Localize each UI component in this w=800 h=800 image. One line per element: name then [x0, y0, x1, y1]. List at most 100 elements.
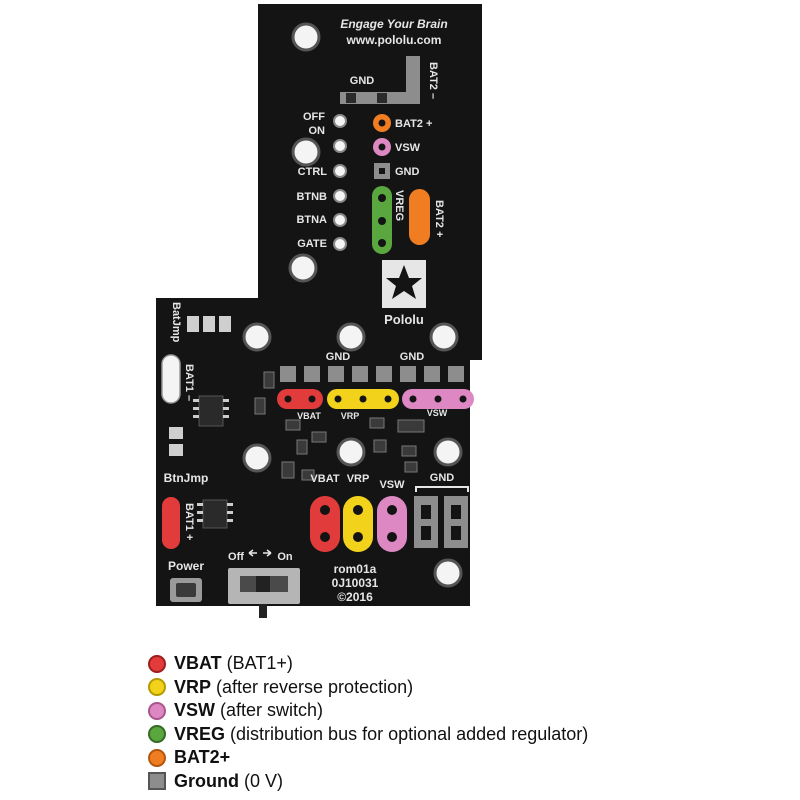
- ground-trace: [406, 56, 420, 104]
- gnd-bracket: [415, 486, 469, 492]
- mounting-hole: [336, 437, 366, 467]
- legend-desc: (distribution bus for optional added reg…: [230, 723, 589, 744]
- legend-name: VREG: [174, 723, 226, 744]
- legend-item: VBAT (BAT1+): [148, 652, 788, 676]
- vbat-swatch-icon: [148, 654, 166, 673]
- pin-hole: [359, 395, 367, 403]
- header-pin: [333, 164, 347, 178]
- pin-hole: [284, 395, 292, 403]
- off-label: OFF: [303, 111, 325, 123]
- ground-swatch-icon: [148, 772, 166, 791]
- vreg-swatch-icon: [148, 725, 166, 744]
- pin-hole: [409, 395, 417, 403]
- legend-name: Ground: [174, 770, 239, 791]
- mounting-hole: [291, 22, 321, 52]
- legend-desc: (BAT1+): [226, 653, 293, 674]
- gnd-big-label: GND: [430, 472, 455, 484]
- mounting-hole: [433, 437, 463, 467]
- legend-name: BAT2+: [174, 747, 231, 768]
- mounting-hole: [429, 322, 459, 352]
- pololu-star-icon: [386, 265, 422, 299]
- ground-pin-row: [280, 366, 464, 382]
- legend-item: BAT2+: [148, 746, 788, 770]
- mounting-hole: [242, 322, 272, 352]
- slogan-text: Engage Your Brain: [340, 17, 447, 31]
- ground-pin: [352, 366, 368, 382]
- switch-arrow-icon: [248, 549, 257, 557]
- slide-switch-knob: [256, 576, 270, 592]
- jumper-pad: [219, 316, 231, 332]
- vrp-big-label: VRP: [347, 473, 370, 485]
- vbat-small-label: VBAT: [297, 411, 321, 421]
- pin-hole: [334, 395, 342, 403]
- legend-item: VREG (distribution bus for optional adde…: [148, 723, 788, 747]
- mounting-holes: [242, 22, 463, 588]
- header-pin: [333, 114, 347, 128]
- pin-hole: [320, 532, 330, 542]
- ground-pin: [424, 366, 440, 382]
- header-pin: [333, 139, 347, 153]
- jumper-pad: [169, 427, 183, 439]
- vsw-bus-big: [377, 496, 407, 552]
- mounting-hole: [433, 558, 463, 588]
- legend-desc: (0 V): [244, 770, 284, 791]
- ic-chip: [193, 395, 229, 427]
- legend-name: VBAT: [174, 653, 222, 674]
- vbat-bus-small: [277, 389, 323, 409]
- pin-hole: [387, 532, 397, 542]
- switch-arrow-icon: [263, 549, 272, 557]
- switch-off-label: Off: [228, 551, 244, 563]
- vreg-label: VREG: [393, 190, 405, 221]
- switch-on-label: On: [277, 551, 293, 563]
- ctrl-label: CTRL: [298, 166, 328, 178]
- ground-pin: [328, 366, 344, 382]
- vsw-big-label: VSW: [379, 479, 405, 491]
- power-button-cap: [176, 583, 196, 597]
- pololu-logo-text: Pololu: [384, 312, 424, 327]
- legend-item: VSW (after switch): [148, 699, 788, 723]
- bat1-minus-label: BAT1 –: [183, 364, 195, 401]
- serial-text: 0J10031: [332, 576, 379, 590]
- gnd-row-right-label: GND: [400, 351, 425, 363]
- bat2-plus-pin-label: BAT2 +: [395, 118, 432, 130]
- vsw-small-label: VSW: [427, 408, 448, 418]
- legend-item: Ground (0 V): [148, 770, 788, 794]
- mounting-hole: [288, 253, 318, 283]
- pcb-board-diagram: Engage Your Brain www.pololu.com GND BAT…: [156, 4, 482, 618]
- bat2-pin-hole: [378, 119, 386, 127]
- vsw-swatch-icon: [148, 701, 166, 720]
- control-header-pins: [333, 114, 347, 251]
- pin-hole: [459, 395, 467, 403]
- ground-pad: [377, 93, 387, 103]
- pin-hole: [353, 505, 363, 515]
- vreg-pin-hole: [378, 217, 386, 225]
- ground-pin: [376, 366, 392, 382]
- btna-label: BTNA: [296, 214, 327, 226]
- header-pin: [333, 213, 347, 227]
- color-legend: VBAT (BAT1+) VRP (after reverse protecti…: [148, 652, 788, 793]
- ground-terminal-slot: [451, 526, 461, 540]
- mounting-hole: [291, 137, 321, 167]
- gnd-pin-label: GND: [395, 166, 420, 178]
- mounting-hole: [242, 443, 272, 473]
- ground-terminal: [414, 496, 438, 548]
- legend-name: VSW: [174, 700, 216, 721]
- ground-pin: [304, 366, 320, 382]
- power-label: Power: [168, 559, 204, 573]
- ground-terminal-slot: [421, 526, 431, 540]
- ground-pin: [448, 366, 464, 382]
- bat1-plus-pad: [162, 497, 180, 549]
- year-text: ©2016: [337, 590, 373, 604]
- header-pin: [333, 237, 347, 251]
- bat2-minus-label: BAT2 –: [427, 62, 439, 99]
- vreg-pin-hole: [378, 239, 386, 247]
- gnd-pin-hole: [379, 168, 385, 174]
- vsw-pin-label: VSW: [395, 142, 421, 154]
- jumper-pad: [169, 444, 183, 456]
- vreg-pin-hole: [378, 194, 386, 202]
- bat2-swatch-icon: [148, 748, 166, 767]
- vsw-pin-hole: [378, 143, 386, 151]
- mounting-hole: [336, 322, 366, 352]
- pcb-outline: [156, 4, 482, 606]
- jumper-pad: [203, 316, 215, 332]
